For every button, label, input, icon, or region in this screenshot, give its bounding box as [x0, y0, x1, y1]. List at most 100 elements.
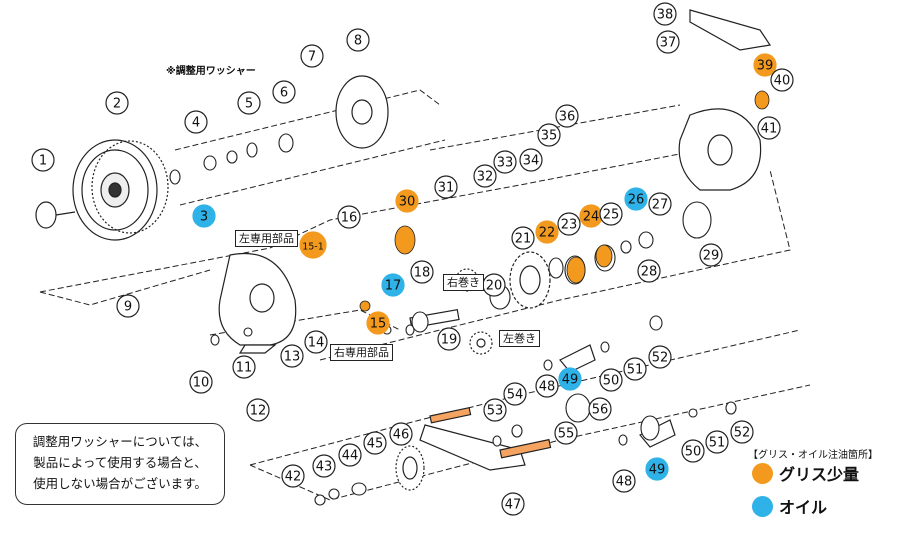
callout-50: 50 — [599, 368, 623, 392]
callout-7: 7 — [300, 44, 324, 68]
callout-number: 52 — [652, 351, 669, 366]
callout-circle — [473, 164, 497, 188]
callout-circle — [312, 454, 336, 478]
callout-number: 54 — [507, 388, 524, 403]
callout-circle — [770, 68, 794, 92]
callout-54: 54 — [503, 382, 527, 406]
part-shape — [682, 201, 712, 239]
note-line-3: 使用しない場合がございます。 — [33, 476, 207, 491]
callout-circle — [434, 175, 458, 199]
callout-number: 3 — [200, 210, 208, 225]
callout-number: 22 — [539, 226, 556, 241]
callout-number: 21 — [515, 232, 532, 247]
callout-circle — [31, 148, 55, 172]
callout-circle — [483, 398, 507, 422]
callout-circle — [535, 374, 559, 398]
callout-38: 38 — [653, 2, 677, 26]
callout-15: 15 — [366, 311, 390, 335]
callout-25: 25 — [599, 202, 623, 226]
callout-39: 39 — [753, 53, 777, 77]
callout-circle — [246, 398, 270, 422]
callout-47: 47 — [501, 492, 525, 516]
cover-part-8 — [335, 75, 389, 149]
callout-number: 15 — [370, 317, 387, 332]
callout-number: 53 — [487, 404, 504, 419]
callout-number: 49 — [562, 373, 579, 388]
callout-circle — [681, 439, 705, 463]
callout-circle — [116, 294, 140, 318]
callout-circle — [189, 370, 213, 394]
callout-20: 20 — [482, 273, 506, 297]
part-shape — [725, 401, 737, 415]
legend-title: 【グリス・オイル注油箇所】 — [748, 450, 878, 461]
legend-oil-label: オイル — [779, 498, 828, 517]
callout-14: 14 — [304, 330, 328, 354]
callout-48: 48 — [612, 469, 636, 493]
note-line-2: 製品によって使用する場合と、 — [33, 455, 207, 470]
callout-number: 26 — [628, 193, 645, 208]
knob-part-1 — [35, 201, 76, 229]
part-shape — [411, 311, 429, 333]
callout-11: 11 — [232, 355, 256, 379]
callout-16: 16 — [337, 205, 361, 229]
callout-40: 40 — [770, 68, 794, 92]
callout-number: 39 — [757, 59, 774, 74]
callout-circle — [648, 345, 672, 369]
callout-48: 48 — [535, 374, 559, 398]
callout-2: 2 — [105, 91, 129, 115]
part-shape — [618, 434, 628, 446]
part-shape — [405, 324, 415, 336]
callout-number: 50 — [603, 374, 620, 389]
callout-33: 33 — [493, 150, 517, 174]
callout-circle — [338, 443, 362, 467]
callout-circle — [493, 150, 517, 174]
callout-circle — [381, 273, 405, 297]
part-shape — [600, 341, 610, 353]
callout-circle — [612, 469, 636, 493]
callout-number: 42 — [285, 470, 302, 485]
callout-number: 45 — [367, 437, 384, 452]
callout-number: 1 — [39, 154, 47, 169]
greased-part-shape — [359, 300, 371, 312]
spool-part-2 — [72, 139, 169, 241]
callout-number: 46 — [393, 428, 410, 443]
callout-circle — [588, 397, 612, 421]
callout-number: 25 — [603, 208, 620, 223]
part-shape — [492, 435, 502, 447]
callout-6: 6 — [272, 80, 296, 104]
callout-1: 1 — [31, 148, 55, 172]
callout-number: 55 — [558, 427, 575, 442]
callout-circle — [656, 30, 680, 54]
callout-circle — [300, 44, 324, 68]
callout-13: 13 — [280, 344, 304, 368]
callout-circle — [105, 91, 129, 115]
greased-part-shape — [566, 256, 586, 284]
callout-29: 29 — [699, 243, 723, 267]
part-shape — [210, 334, 220, 346]
callout-number: 33 — [497, 156, 514, 171]
callout-32: 32 — [473, 164, 497, 188]
callout-number: 35 — [541, 129, 558, 144]
callout-56: 56 — [588, 397, 612, 421]
callout-24: 24 — [579, 204, 603, 228]
callout-circle — [699, 243, 723, 267]
part-shape — [640, 415, 660, 441]
callout-number: 38 — [657, 8, 674, 23]
callout-number: 23 — [561, 218, 578, 233]
part-shape — [226, 150, 238, 164]
part-shape — [543, 359, 553, 371]
callout-number: 56 — [592, 403, 609, 418]
part-shape — [351, 482, 367, 496]
callout-number: 49 — [649, 463, 666, 478]
callout-5: 5 — [237, 91, 261, 115]
callout-number: 51 — [709, 436, 726, 451]
callout-number: 4 — [192, 116, 200, 131]
callout-number: 24 — [583, 210, 600, 225]
callout-number: 6 — [280, 86, 288, 101]
callout-circle — [272, 80, 296, 104]
callout-circle — [555, 104, 579, 128]
callout-49: 49 — [558, 367, 582, 391]
callout-number: 7 — [308, 50, 316, 65]
